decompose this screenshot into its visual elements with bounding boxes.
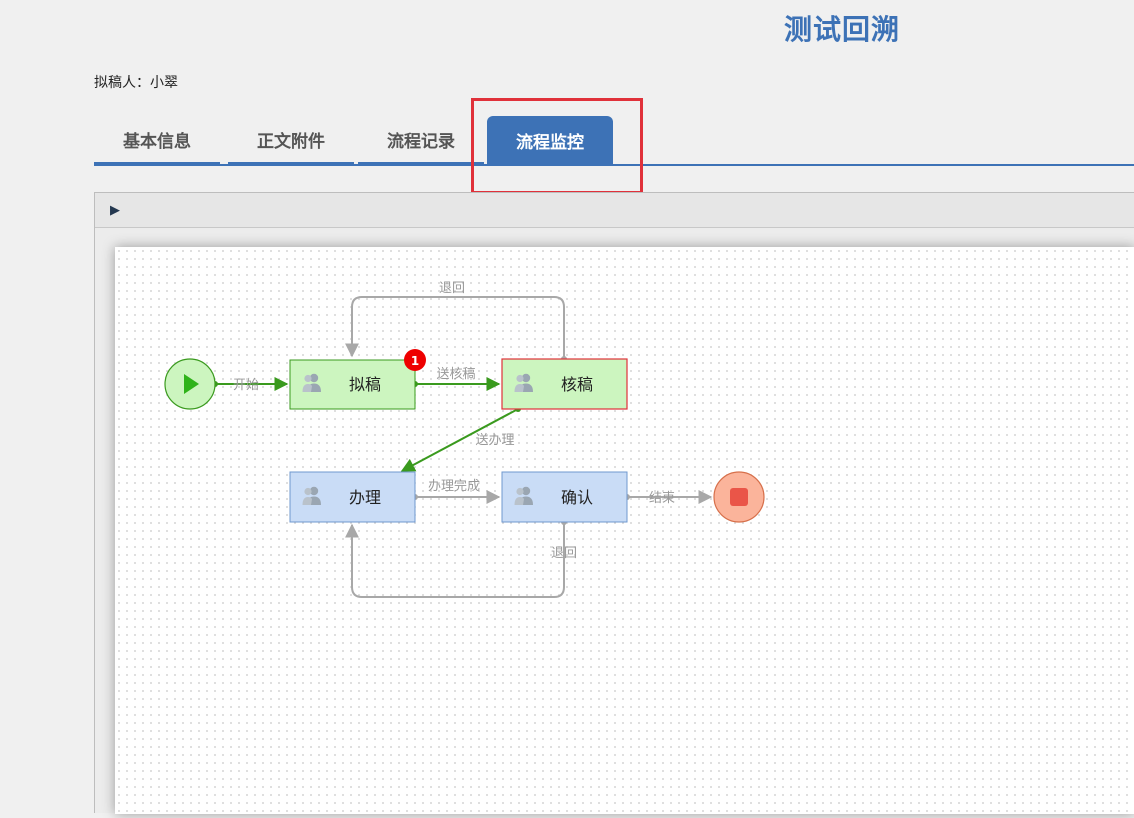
edge-return-top[interactable]: 退回	[345, 281, 567, 362]
node-review[interactable]: 核稿	[501, 358, 628, 410]
page-title: 测试回溯	[784, 13, 901, 46]
edge-end[interactable]: 结束	[624, 490, 713, 506]
node-handle[interactable]: 办理	[289, 471, 416, 523]
play-icon[interactable]: ▶	[110, 202, 120, 218]
user-group-icon	[514, 486, 533, 505]
user-group-icon	[514, 373, 533, 392]
flow-diagram: 开始 送核稿 退回 送办理 办理完成	[164, 281, 765, 598]
node-draft[interactable]: 拟稿	[289, 359, 416, 410]
node-label-draft: 拟稿	[349, 375, 381, 394]
edge-label-handle-done: 办理完成	[428, 479, 480, 494]
node-label-confirm: 确认	[561, 488, 593, 507]
flow-canvas: 开始 送核稿 退回 送办理 办理完成	[115, 247, 1134, 814]
edge-send-review[interactable]: 送核稿	[412, 366, 501, 391]
edge-start[interactable]: 开始	[212, 377, 289, 393]
edge-label-send-handle: 送办理	[475, 433, 514, 448]
edge-send-handle[interactable]: 送办理	[400, 406, 521, 472]
user-group-icon	[302, 373, 321, 392]
edge-label-end: 结束	[649, 491, 675, 506]
edge-label-start: 开始	[233, 378, 259, 393]
start-node[interactable]	[164, 358, 216, 410]
node-label-handle: 办理	[349, 488, 381, 507]
user-group-icon	[302, 486, 321, 505]
tab-underline	[94, 164, 1134, 166]
edge-label-return-bottom: 退回	[551, 546, 577, 561]
edge-return-bottom[interactable]: 退回	[345, 519, 577, 598]
tab-flow-monitor[interactable]: 流程监控	[487, 116, 613, 164]
tab-basic-info[interactable]: 基本信息	[94, 116, 220, 164]
edge-label-return-top: 退回	[439, 281, 465, 296]
stop-icon	[730, 488, 748, 506]
start-play-icon	[184, 374, 199, 394]
edge-handle-done[interactable]: 办理完成	[412, 479, 501, 504]
tab-bar: 基本信息 正文附件 流程记录 流程监控	[94, 114, 1134, 166]
panel-toolbar: ▶	[95, 193, 1134, 228]
node-label-review: 核稿	[561, 375, 593, 394]
node-confirm[interactable]: 确认	[501, 471, 628, 523]
edge-label-send-review: 送核稿	[436, 366, 475, 382]
flow-monitor-panel: ▶ 开始 送核稿	[94, 192, 1134, 814]
end-node[interactable]	[713, 471, 765, 523]
tab-attachments[interactable]: 正文附件	[228, 116, 354, 164]
notification-badge: 1	[404, 349, 426, 371]
drafter-label: 拟稿人：小翠	[94, 75, 178, 91]
tab-flow-records[interactable]: 流程记录	[358, 116, 484, 164]
badge-count: 1	[411, 354, 419, 368]
